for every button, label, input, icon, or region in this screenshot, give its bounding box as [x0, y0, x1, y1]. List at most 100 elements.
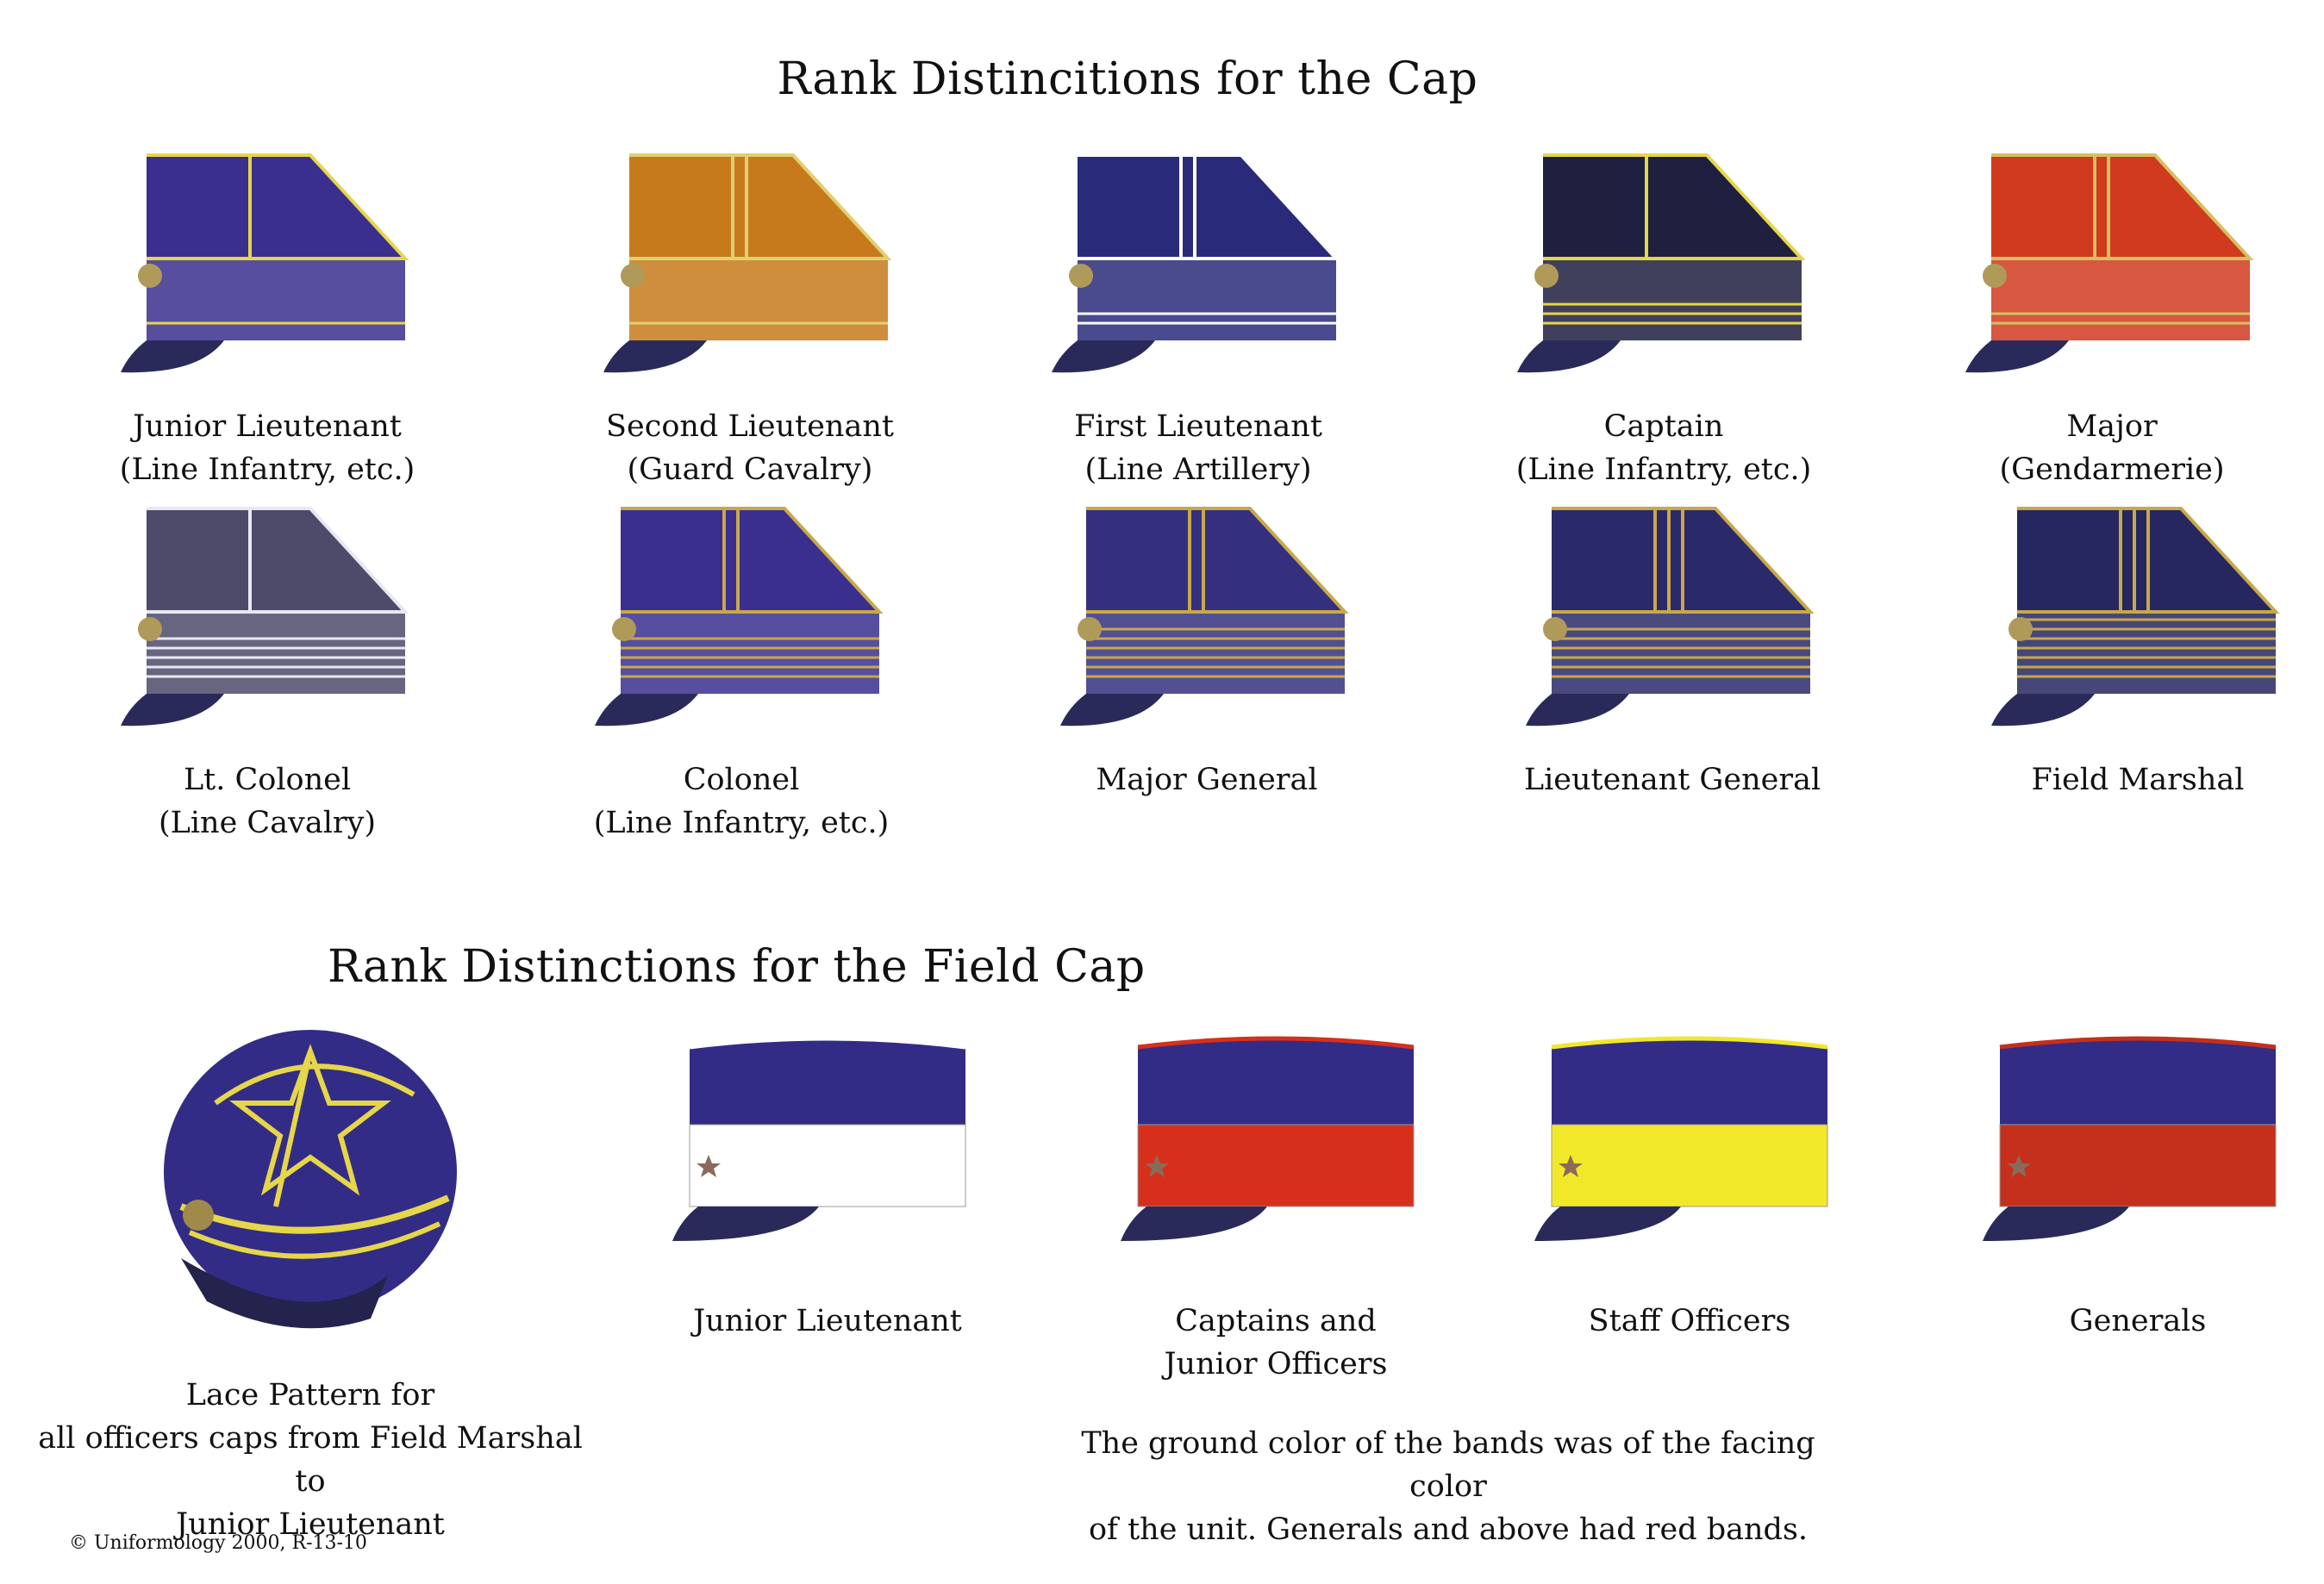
cap-section-title: Rank Distincitions for the Cap — [777, 53, 1478, 105]
field-cap-illustration — [1983, 1036, 2277, 1241]
cap-band — [1086, 612, 1345, 694]
cap-piping — [147, 153, 409, 260]
field-cap-staff-officers: Staff Officers — [1465, 1026, 1914, 1343]
cap-visor — [595, 694, 698, 727]
field-cap-illustration — [1534, 1036, 1828, 1241]
cap-crown — [629, 155, 888, 259]
cap-illustration — [1991, 507, 2280, 727]
field-cap-star — [1145, 1155, 1169, 1177]
cap-crown — [147, 155, 405, 259]
cap-illustration — [603, 153, 892, 373]
field-cap-band — [1137, 1124, 1415, 1207]
field-cap-star — [697, 1155, 721, 1177]
cap-junior-lieutenant: Junior Lieutenant(Line Infantry, etc.) — [69, 147, 465, 491]
cap-piping — [1991, 153, 2254, 260]
cap-cockade — [621, 264, 645, 288]
cap-caption: Second Lieutenant(Guard Cavalry) — [606, 409, 894, 487]
cap-crown — [1991, 155, 2250, 259]
cap-illustration — [1517, 153, 1806, 373]
cap-crown — [1543, 155, 1802, 259]
lace-pattern: Lace Pattern for all officers caps from … — [34, 1000, 586, 1546]
cap-major: Major(Gendarmerie) — [1914, 147, 2310, 491]
field-cap-junior-lieutenant: Junior Lieutenant — [603, 1026, 1052, 1343]
cap-illustration — [1060, 507, 1349, 727]
cap-caption: Captain(Line Infantry, etc.) — [1515, 409, 1812, 487]
field-cap-band — [1551, 1124, 1828, 1207]
cap-caption: First Lieutenant(Line Artillery) — [1074, 409, 1322, 487]
field-cap-top — [690, 1038, 965, 1125]
cap-cockade — [1983, 264, 2007, 288]
cap-cockade — [138, 617, 162, 641]
cap-major-general: Major General — [1009, 500, 1405, 801]
lace-cap-illustration — [164, 1030, 457, 1329]
cap-caption: Junior Lieutenant(Line Infantry, etc.) — [119, 409, 415, 487]
field-cap-caption: Staff Officers — [1588, 1304, 1791, 1338]
field-cap-top — [1138, 1038, 1414, 1125]
cap-caption: Colonel(Line Infantry, etc.) — [593, 763, 890, 840]
cap-cockade — [1534, 264, 1559, 288]
cap-lt-colonel: Lt. Colonel(Line Cavalry) — [69, 500, 465, 845]
cap-band — [1991, 259, 2250, 340]
cap-cockade — [1069, 264, 1093, 288]
cap-lieutenant-general: Lieutenant General — [1474, 500, 1871, 801]
field-cap-piping — [689, 1036, 966, 1050]
cap-band — [621, 612, 879, 694]
cap-illustration — [1526, 507, 1815, 727]
cap-second-lieutenant: Second Lieutenant(Guard Cavalry) — [552, 147, 948, 491]
cap-band — [1078, 259, 1336, 340]
cap-caption: Major(Gendarmerie) — [1999, 409, 2225, 487]
cap-visor — [121, 340, 224, 373]
field-cap-star — [2007, 1155, 2031, 1177]
cap-piping — [147, 507, 409, 614]
cap-band — [147, 259, 405, 340]
cap-caption: Field Marshal — [2031, 763, 2245, 797]
field-cap-visor — [1121, 1207, 1267, 1241]
cap-band — [629, 259, 888, 340]
field-cap-section-title: Rank Distinctions for the Field Cap — [328, 941, 1146, 993]
cap-cockade — [138, 264, 162, 288]
cap-illustration — [121, 507, 409, 727]
field-cap-band — [689, 1124, 966, 1207]
cap-illustration — [121, 153, 409, 373]
cap-band — [1543, 259, 1802, 340]
copyright: © Uniformology 2000, R-13-10 — [69, 1532, 367, 1554]
cap-caption: Major General — [1096, 763, 1318, 797]
cap-visor — [1991, 694, 2095, 727]
cap-piping — [629, 153, 892, 260]
bands-note: The ground color of the bands was of the… — [1081, 1426, 1815, 1547]
cap-colonel: Colonel(Line Infantry, etc.) — [543, 500, 940, 845]
field-cap-illustration — [672, 1036, 966, 1241]
field-cap-visor — [672, 1207, 819, 1241]
cap-visor — [1052, 340, 1155, 373]
cap-illustration — [1052, 153, 1340, 373]
field-cap-star — [1559, 1155, 1583, 1177]
cap-band — [1552, 612, 1810, 694]
lace-caption: Lace Pattern for all officers caps from … — [38, 1378, 583, 1542]
cap-crown — [1078, 155, 1336, 259]
cap-caption: Lt. Colonel(Line Cavalry) — [158, 763, 377, 840]
field-cap-piping — [1137, 1036, 1415, 1050]
cap-visor — [1526, 694, 1629, 727]
cap-crown — [147, 508, 405, 612]
cap-piping — [1086, 507, 1349, 614]
field-cap-generals: Generals — [1914, 1026, 2324, 1343]
field-cap-top — [1552, 1038, 1827, 1125]
field-cap-illustration — [1121, 1036, 1415, 1241]
cap-captain: Captain(Line Infantry, etc.) — [1465, 147, 1862, 491]
cap-piping — [1078, 153, 1340, 260]
field-cap-piping — [1551, 1036, 1828, 1050]
field-cap-visor — [1534, 1207, 1681, 1241]
cap-visor — [1965, 340, 2069, 373]
cap-crown — [621, 508, 879, 612]
cap-illustration — [595, 507, 884, 727]
field-cap-band — [1999, 1124, 2277, 1207]
cap-cockade — [2009, 617, 2033, 641]
cap-cockade — [612, 617, 636, 641]
cap-first-lieutenant: First Lieutenant(Line Artillery) — [1000, 147, 1396, 491]
cap-visor — [1060, 694, 1164, 727]
cap-cockade — [1543, 617, 1567, 641]
field-cap-piping — [1999, 1036, 2277, 1050]
cap-crown — [1086, 508, 1345, 612]
